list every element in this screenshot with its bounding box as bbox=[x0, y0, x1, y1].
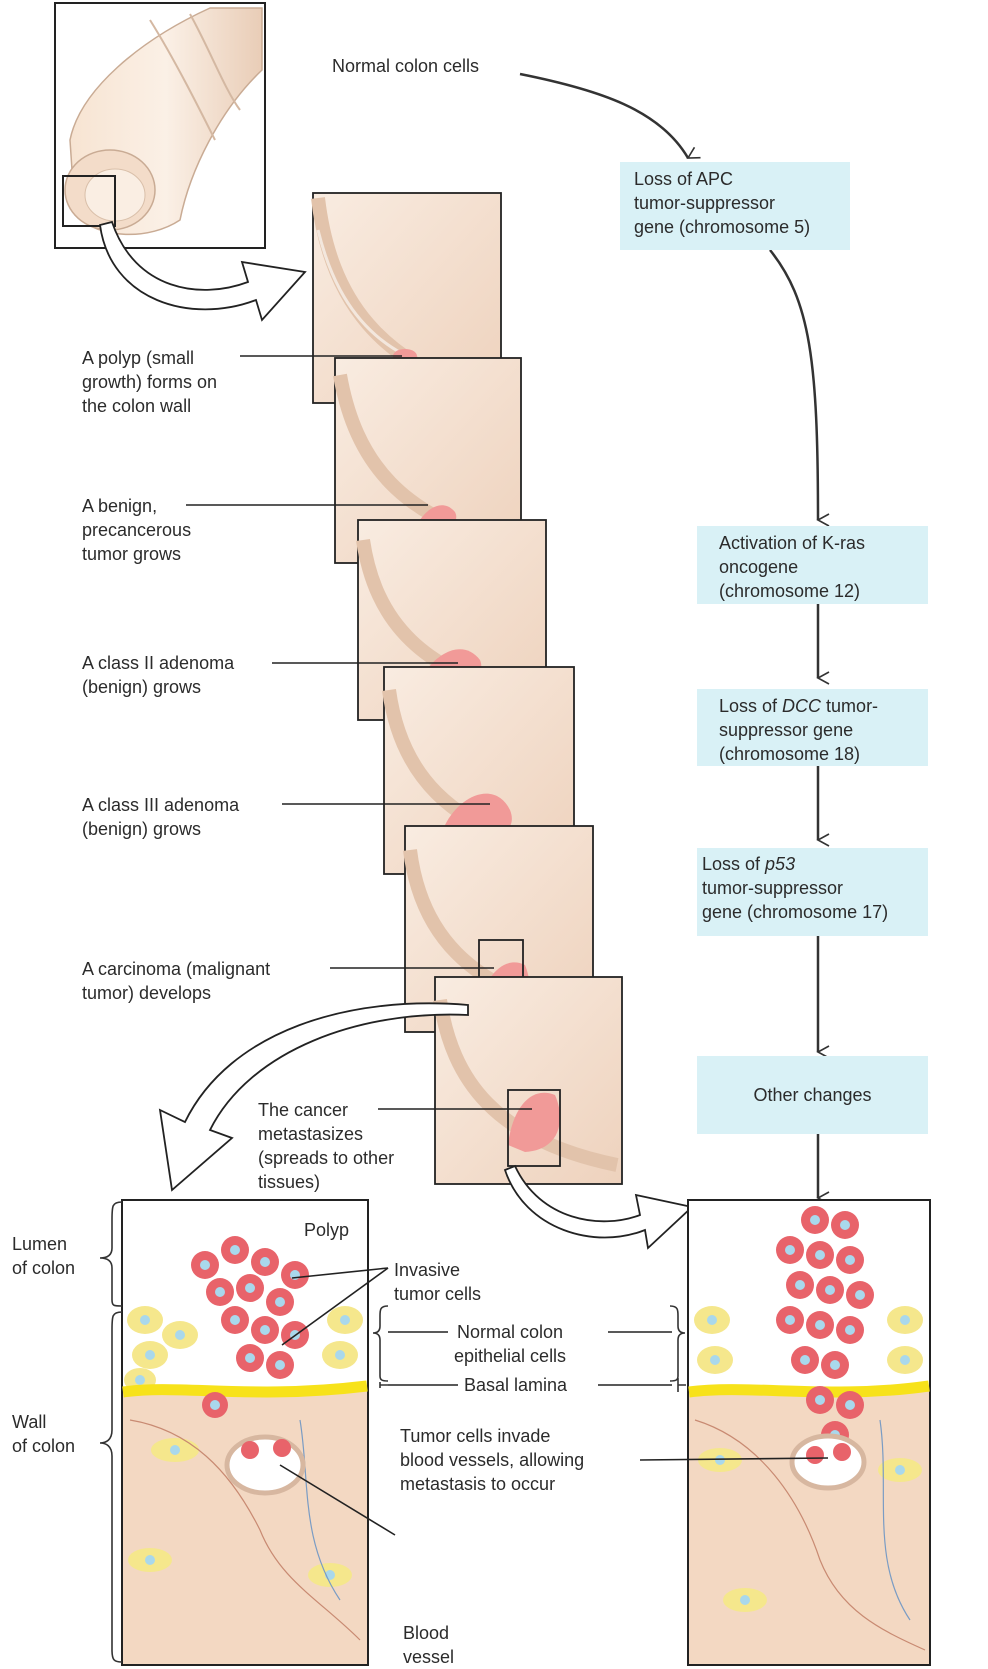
p53-line-1: Loss of p53 bbox=[702, 852, 928, 876]
invasive-cells-label: Invasive tumor cells bbox=[394, 1258, 481, 1306]
wall-line-2: of colon bbox=[12, 1434, 75, 1458]
invade-line-3: metastasis to occur bbox=[400, 1472, 584, 1496]
apc-line-2: tumor-suppressor bbox=[634, 191, 850, 215]
class2-line-2: (benign) grows bbox=[82, 675, 234, 699]
apc-line-1: Loss of APC bbox=[634, 167, 850, 191]
lumen-line-1: Lumen bbox=[12, 1232, 75, 1256]
vessel-line-1: Blood bbox=[403, 1621, 454, 1645]
basal-lamina-left bbox=[123, 1386, 367, 1392]
dcc-line-3: (chromosome 18) bbox=[719, 742, 928, 766]
detail-panel-right bbox=[688, 1200, 930, 1665]
arrow-apc-to-kras bbox=[770, 250, 818, 520]
arrow-normal-to-apc bbox=[520, 74, 688, 158]
apc-loss-box: Loss of APC tumor-suppressor gene (chrom… bbox=[620, 162, 850, 250]
class3-stage-label: A class III adenoma (benign) grows bbox=[82, 793, 239, 841]
dcc-prefix: Loss of bbox=[719, 696, 782, 716]
apc-line-3: gene (chromosome 5) bbox=[634, 215, 850, 239]
detail-panel-left bbox=[122, 1200, 368, 1665]
basal-lamina-right bbox=[689, 1386, 929, 1392]
other-changes-box: Other changes bbox=[697, 1056, 928, 1134]
invasive-line-1: Invasive bbox=[394, 1258, 481, 1282]
kras-line-1: Activation of K-ras bbox=[719, 531, 928, 555]
class3-line-1: A class III adenoma bbox=[82, 793, 239, 817]
p53-line-3: gene (chromosome 17) bbox=[702, 900, 928, 924]
metastasis-line-3: (spreads to other bbox=[258, 1146, 394, 1170]
vessel-line-2: vessel bbox=[403, 1645, 454, 1669]
invasive-line-2: tumor cells bbox=[394, 1282, 481, 1306]
basal-lamina-label: Basal lamina bbox=[464, 1373, 567, 1397]
normal-colon-cells-label: Normal colon cells bbox=[332, 54, 479, 78]
benign-line-2: precancerous bbox=[82, 518, 191, 542]
dcc-line-1: Loss of DCC tumor- bbox=[719, 694, 928, 718]
carcinoma-line-2: tumor) develops bbox=[82, 981, 270, 1005]
blood-vessel-right bbox=[792, 1436, 864, 1488]
polyp-line-3: the colon wall bbox=[82, 394, 217, 418]
benign-line-1: A benign, bbox=[82, 494, 191, 518]
class3-line-2: (benign) grows bbox=[82, 817, 239, 841]
polyp-detail-label: Polyp bbox=[304, 1218, 349, 1242]
wall-line-1: Wall bbox=[12, 1410, 75, 1434]
carcinoma-line-1: A carcinoma (malignant bbox=[82, 957, 270, 981]
kras-line-2: oncogene bbox=[719, 555, 928, 579]
carcinoma-stage-label: A carcinoma (malignant tumor) develops bbox=[82, 957, 270, 1005]
colon-overview-frame bbox=[55, 3, 265, 248]
other-changes-label: Other changes bbox=[753, 1083, 871, 1107]
p53-prefix: Loss of bbox=[702, 854, 765, 874]
epithelial-cells-label: Normal colon epithelial cells bbox=[454, 1320, 566, 1368]
kras-line-3: (chromosome 12) bbox=[719, 579, 928, 603]
invade-vessels-label: Tumor cells invade blood vessels, allowi… bbox=[400, 1424, 584, 1496]
class2-stage-label: A class II adenoma (benign) grows bbox=[82, 651, 234, 699]
polyp-line-1: A polyp (small bbox=[82, 346, 217, 370]
lumen-label: Lumen of colon bbox=[12, 1232, 75, 1280]
invade-line-2: blood vessels, allowing bbox=[400, 1448, 584, 1472]
metastasis-line-2: metastasizes bbox=[258, 1122, 394, 1146]
epithelial-line-2: epithelial cells bbox=[454, 1344, 566, 1368]
p53-line-2: tumor-suppressor bbox=[702, 876, 928, 900]
kras-activation-box: Activation of K-ras oncogene (chromosome… bbox=[697, 526, 928, 604]
dcc-loss-box: Loss of DCC tumor- suppressor gene (chro… bbox=[697, 689, 928, 766]
p53-loss-box: Loss of p53 tumor-suppressor gene (chrom… bbox=[697, 848, 928, 936]
dcc-line-2: suppressor gene bbox=[719, 718, 928, 742]
metastasis-stage-label: The cancer metastasizes (spreads to othe… bbox=[258, 1098, 394, 1194]
dcc-gene-name: DCC bbox=[782, 696, 821, 716]
wall-label: Wall of colon bbox=[12, 1410, 75, 1458]
class2-line-1: A class II adenoma bbox=[82, 651, 234, 675]
epithelial-line-1: Normal colon bbox=[454, 1320, 566, 1344]
p53-gene-name: p53 bbox=[765, 854, 795, 874]
lumen-line-2: of colon bbox=[12, 1256, 75, 1280]
polyp-stage-label: A polyp (small growth) forms on the colo… bbox=[82, 346, 217, 418]
metastasis-line-4: tissues) bbox=[258, 1170, 394, 1194]
metastasis-line-1: The cancer bbox=[258, 1098, 394, 1122]
benign-stage-label: A benign, precancerous tumor grows bbox=[82, 494, 191, 566]
dcc-suffix: tumor- bbox=[821, 696, 878, 716]
invade-line-1: Tumor cells invade bbox=[400, 1424, 584, 1448]
polyp-line-2: growth) forms on bbox=[82, 370, 217, 394]
blood-vessel-label: Blood vessel bbox=[403, 1621, 454, 1669]
benign-line-3: tumor grows bbox=[82, 542, 191, 566]
blood-vessel-left bbox=[227, 1437, 303, 1493]
